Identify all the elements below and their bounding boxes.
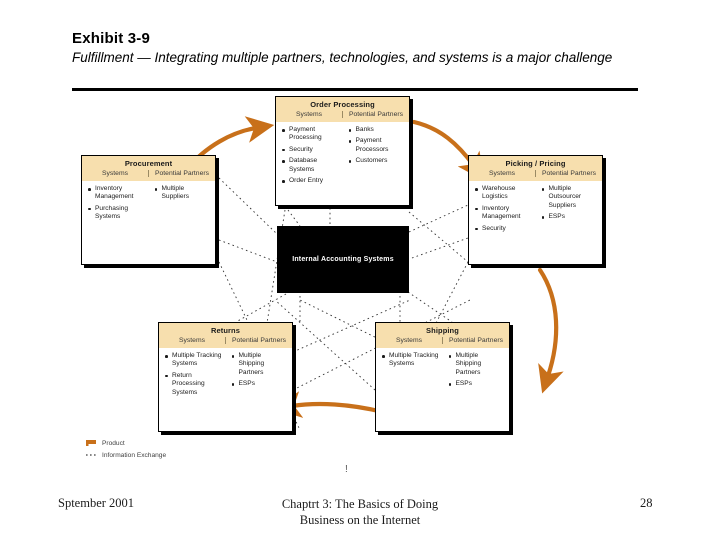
list-item: Database Systems bbox=[282, 157, 339, 174]
box-procurement[interactable]: Procurement Systems Potential Partners I… bbox=[81, 155, 216, 265]
systems-list: Multiple Tracking Systems bbox=[382, 352, 439, 369]
partners-column: Multiple Shipping Partners ESPs bbox=[443, 352, 510, 392]
footer-page-number: 28 bbox=[640, 496, 653, 510]
col-header-partners: Potential Partners bbox=[442, 337, 509, 344]
fulfillment-diagram: Order Processing Systems Potential Partn… bbox=[81, 96, 603, 475]
information-exchange-lines bbox=[218, 177, 471, 431]
list-item: Multiple Suppliers bbox=[154, 185, 212, 202]
title-block: Exhibit 3-9 Fulfillment — Integrating mu… bbox=[72, 30, 638, 66]
box-shipping[interactable]: Shipping Systems Potential Partners Mult… bbox=[375, 322, 510, 432]
footer-chapter: Chaptrt 3: The Basics of Doing Business … bbox=[210, 496, 510, 528]
col-header-partners: Potential Partners bbox=[342, 111, 409, 118]
partners-list: Multiple Outsourcer Suppliers ESPs bbox=[541, 185, 599, 222]
list-item: ESPs bbox=[231, 380, 289, 388]
partners-column: Multiple Shipping Partners ESPs bbox=[226, 352, 293, 400]
list-item: Multiple Outsourcer Suppliers bbox=[541, 185, 599, 210]
list-item: Warehouse Logistics bbox=[475, 185, 532, 202]
list-item: Multiple Shipping Partners bbox=[231, 352, 289, 377]
box-title: Shipping bbox=[376, 323, 509, 337]
list-item: Security bbox=[475, 225, 532, 233]
legend-item-product: Product bbox=[86, 437, 166, 449]
partners-column: Banks Payment Processors Customers bbox=[343, 126, 410, 188]
list-item: ESPs bbox=[448, 380, 506, 388]
footer-date: Sptember 2001 bbox=[58, 496, 135, 510]
exhibit-label: Exhibit 3-9 bbox=[72, 30, 151, 47]
systems-column: Warehouse Logistics Inventory Management… bbox=[469, 185, 536, 236]
slide-footer: Sptember 2001 Chaptrt 3: The Basics of D… bbox=[0, 492, 720, 540]
systems-list: Inventory Management Purchasing Systems bbox=[88, 185, 145, 222]
systems-column: Multiple Tracking Systems Return Process… bbox=[159, 352, 226, 400]
box-column-headers: Systems Potential Partners bbox=[469, 170, 602, 181]
list-item: Customers bbox=[348, 157, 406, 165]
col-header-systems: Systems bbox=[295, 111, 323, 118]
box-column-headers: Systems Potential Partners bbox=[159, 337, 292, 348]
col-header-partners: Potential Partners bbox=[225, 337, 292, 344]
box-title: Procurement bbox=[82, 156, 215, 170]
box-title: Order Processing bbox=[276, 97, 409, 111]
col-header-systems: Systems bbox=[395, 337, 423, 344]
list-item: Multiple Tracking Systems bbox=[382, 352, 439, 369]
box-column-headers: Systems Potential Partners bbox=[276, 111, 409, 122]
footer-chapter-line2: Business on the Internet bbox=[299, 513, 421, 527]
systems-column: Inventory Management Purchasing Systems bbox=[82, 185, 149, 225]
center-node-internal-accounting: Internal Accounting Systems bbox=[277, 226, 409, 293]
box-returns[interactable]: Returns Systems Potential Partners Multi… bbox=[158, 322, 293, 432]
col-header-partners: Potential Partners bbox=[148, 170, 215, 177]
legend-label: Product bbox=[102, 439, 125, 447]
footer-chapter-line1: Chaptrt 3: The Basics of Doing bbox=[281, 497, 439, 511]
box-column-headers: Systems Potential Partners bbox=[82, 170, 215, 181]
col-header-partners: Potential Partners bbox=[535, 170, 602, 177]
list-item: Inventory Management bbox=[88, 185, 145, 202]
box-title: Picking / Pricing bbox=[469, 156, 602, 170]
list-item: Purchasing Systems bbox=[88, 205, 145, 222]
col-header-systems: Systems bbox=[178, 337, 206, 344]
partners-list: Multiple Suppliers bbox=[154, 185, 212, 202]
list-item: Order Entry bbox=[282, 177, 339, 185]
list-item: Inventory Management bbox=[475, 205, 532, 222]
legend: Product Information Exchange bbox=[86, 437, 166, 461]
partners-column: Multiple Outsourcer Suppliers ESPs bbox=[536, 185, 603, 236]
arrow-picking-to-shipping bbox=[537, 267, 564, 394]
col-header-systems: Systems bbox=[101, 170, 129, 177]
legend-label: Information Exchange bbox=[102, 451, 167, 459]
box-title: Returns bbox=[159, 323, 292, 337]
systems-list: Multiple Tracking Systems Return Process… bbox=[165, 352, 222, 397]
list-item: Security bbox=[282, 146, 339, 154]
list-item: Multiple Shipping Partners bbox=[448, 352, 506, 377]
title-divider bbox=[72, 88, 638, 91]
systems-column: Payment Processing Security Database Sys… bbox=[276, 126, 343, 188]
list-item: Multiple Tracking Systems bbox=[165, 352, 222, 369]
product-arrow-icon bbox=[86, 440, 96, 446]
systems-column: Multiple Tracking Systems bbox=[376, 352, 443, 392]
list-item: Payment Processing bbox=[282, 126, 339, 143]
box-picking-pricing[interactable]: Picking / Pricing Systems Potential Part… bbox=[468, 155, 603, 265]
exhibit-subtitle: Fulfillment — Integrating multiple partn… bbox=[72, 50, 613, 65]
col-header-systems: Systems bbox=[488, 170, 516, 177]
partners-column: Multiple Suppliers bbox=[149, 185, 216, 225]
partners-list: Banks Payment Processors Customers bbox=[348, 126, 406, 166]
systems-list: Warehouse Logistics Inventory Management… bbox=[475, 185, 532, 233]
box-order-processing[interactable]: Order Processing Systems Potential Partn… bbox=[275, 96, 410, 206]
arrow-order-to-picking bbox=[411, 119, 485, 181]
systems-list: Payment Processing Security Database Sys… bbox=[282, 126, 339, 185]
partners-list: Multiple Shipping Partners ESPs bbox=[448, 352, 506, 389]
arrow-shipping-to-returns bbox=[273, 391, 386, 418]
legend-item-information-exchange: Information Exchange bbox=[86, 449, 166, 461]
dotted-line-icon bbox=[86, 454, 97, 456]
list-item: Return Processing Systems bbox=[165, 372, 222, 397]
list-item: ESPs bbox=[541, 213, 599, 221]
box-column-headers: Systems Potential Partners bbox=[376, 337, 509, 348]
list-item: Banks bbox=[348, 126, 406, 134]
partners-list: Multiple Shipping Partners ESPs bbox=[231, 352, 289, 389]
stray-marker: ! bbox=[345, 464, 348, 475]
list-item: Payment Processors bbox=[348, 137, 406, 154]
